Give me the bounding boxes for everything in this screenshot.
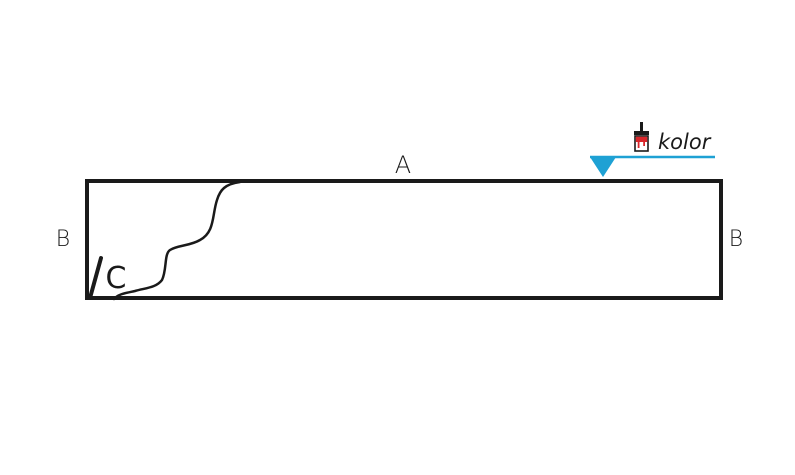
edge-label-top: A — [395, 151, 411, 179]
profile-curve — [112, 180, 242, 301]
level-marker-icon — [590, 155, 715, 177]
edge-label-left: B — [56, 227, 70, 252]
paint-label: kolor — [658, 130, 712, 154]
edge-label-right: B — [729, 227, 743, 252]
panel-rectangle — [85, 179, 723, 300]
corner-label: C — [106, 261, 127, 296]
corner-slash — [88, 256, 103, 300]
paint-brush-icon — [634, 122, 649, 152]
